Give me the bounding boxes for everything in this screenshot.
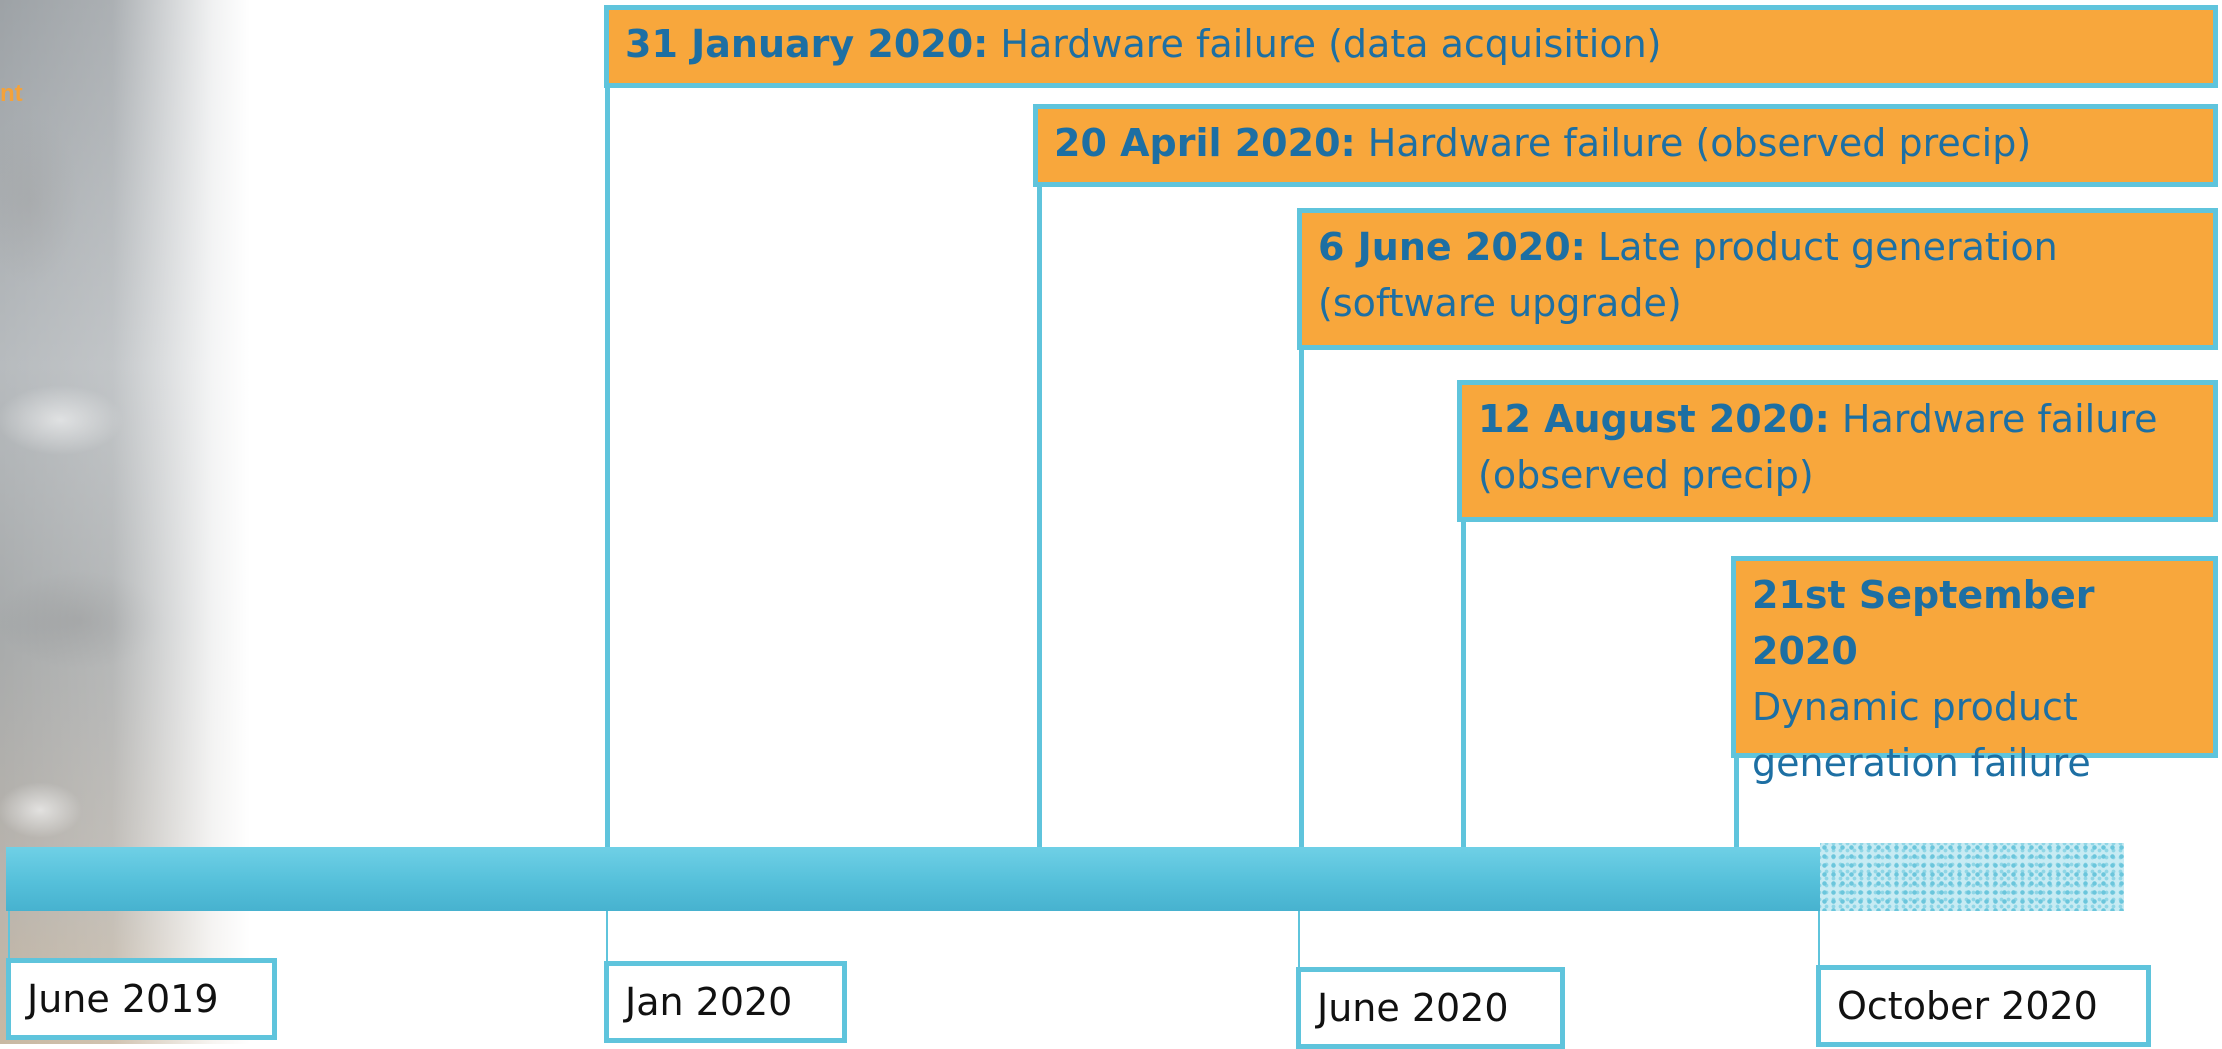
event-connector-apr (1037, 180, 1042, 850)
tick-line-jun-2019 (8, 911, 10, 961)
timeline-future-segment (1820, 843, 2124, 911)
event-box-aug-2020: 12 August 2020: Hardware failure (observ… (1457, 380, 2218, 522)
event-description: Hardware failure (data acquisition) (988, 22, 1662, 66)
date-label-oct-2020: October 2020 (1816, 965, 2151, 1047)
event-description: Hardware failure (observed precip) (1355, 121, 2032, 165)
event-description: Late product generation (software upgrad… (1318, 225, 2058, 325)
event-box-apr-2020: 20 April 2020: Hardware failure (observe… (1033, 104, 2218, 187)
event-description: Dynamic product generation failure (1752, 685, 2091, 785)
tick-line-jun-2020 (1298, 911, 1300, 969)
tick-line-jan-2020 (606, 911, 608, 963)
event-date: 21st September 2020 (1752, 573, 2095, 673)
date-label-jun-2019: June 2019 (6, 958, 277, 1040)
event-description: Hardware failure (observed precip) (1478, 397, 2158, 497)
event-date: 12 August 2020: (1478, 397, 1830, 441)
event-date: 6 June 2020: (1318, 225, 1586, 269)
tick-line-oct-2020 (1818, 911, 1820, 967)
event-connector-aug (1461, 518, 1466, 870)
event-box-jun-2020: 6 June 2020: Late product generation (so… (1297, 208, 2218, 350)
timeline-bar (6, 847, 1820, 911)
event-box-jan-2020: 31 January 2020: Hardware failure (data … (604, 5, 2218, 88)
event-date: 20 April 2020: (1054, 121, 1356, 165)
date-label-jan-2020: Jan 2020 (604, 961, 847, 1043)
photo-caption-fragment: nt (0, 80, 23, 107)
event-connector-sep (1734, 752, 1739, 894)
event-connector-jan (605, 80, 610, 850)
date-label-jun-2020: June 2020 (1296, 967, 1565, 1049)
event-connector-jun (1299, 345, 1304, 850)
event-date: 31 January 2020: (625, 22, 989, 66)
